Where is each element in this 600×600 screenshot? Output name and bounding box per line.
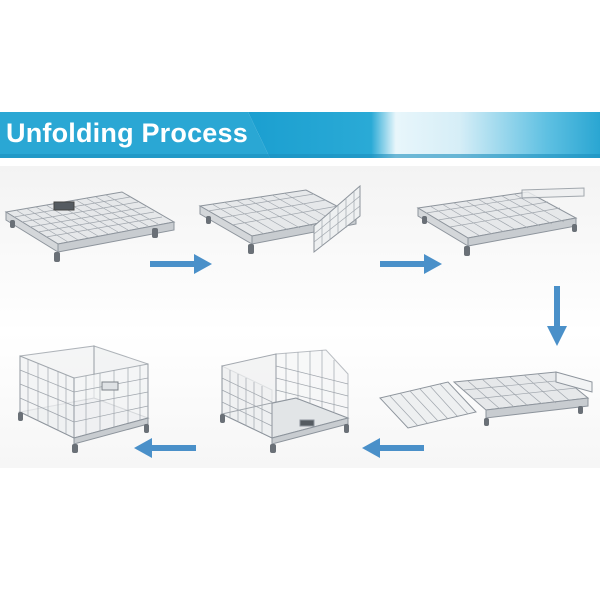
arrow-right-icon bbox=[380, 254, 442, 274]
cage-half-open-icon bbox=[220, 349, 350, 453]
cage-side-lift-icon bbox=[416, 187, 585, 256]
cage-assembled-icon bbox=[18, 345, 150, 453]
cage-panel-up-icon bbox=[198, 184, 361, 254]
section-banner: Unfolding Process bbox=[0, 112, 600, 158]
banner-background bbox=[0, 112, 600, 158]
page-title: Unfolding Process bbox=[6, 118, 248, 148]
arrow-right-icon bbox=[150, 254, 212, 274]
arrow-left-icon bbox=[362, 438, 424, 458]
arrow-down-icon bbox=[547, 286, 567, 346]
arrow-left-icon bbox=[134, 438, 196, 458]
cage-open-flat-icon bbox=[379, 371, 593, 429]
cage-flat-icon bbox=[4, 191, 176, 262]
